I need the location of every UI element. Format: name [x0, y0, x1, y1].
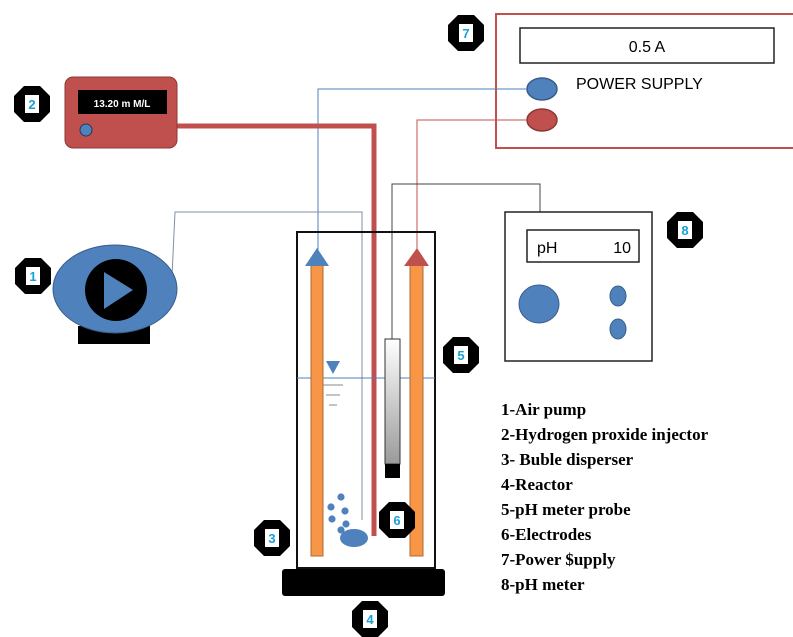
injector-display	[78, 90, 167, 114]
bubble-disperser	[327, 493, 368, 547]
marker-7: 7	[448, 15, 484, 51]
legend-item: 1-Air pump	[501, 400, 586, 419]
marker-5: 5	[443, 337, 479, 373]
marker-label: 6	[393, 513, 400, 528]
reactor	[282, 231, 445, 596]
reactor-vessel	[296, 231, 436, 569]
water-level-icon	[323, 361, 343, 406]
marker-1: 1	[15, 258, 51, 294]
marker-label: 5	[457, 348, 464, 363]
legend-item: 5-pH meter probe	[501, 500, 631, 519]
power-supply-label: POWER SUPPLY	[576, 76, 703, 93]
marker-8: 8	[667, 212, 703, 248]
peroxide-feed-line	[175, 123, 377, 536]
play-icon	[104, 272, 133, 309]
ph-meter-knob-bottom[interactable]	[609, 318, 627, 340]
negative-terminal-knob[interactable]	[526, 77, 558, 101]
legend-item: 6-Electrodes	[501, 525, 592, 544]
bubble	[337, 493, 345, 501]
legend: 1-Air pump 2-Hydrogen proxide injector 3…	[501, 400, 709, 594]
marker-2: 2	[14, 86, 50, 122]
legend-item: 3- Buble disperser	[501, 450, 634, 469]
marker-label: 3	[268, 531, 275, 546]
ph-probe-cable	[391, 183, 541, 340]
ph-meter-value: 10	[613, 240, 631, 257]
ph-meter: pH 10	[504, 211, 653, 362]
bubble	[341, 507, 349, 515]
legend-item: 8-pH meter	[501, 575, 585, 594]
anode-wire	[416, 119, 527, 258]
bubble	[342, 520, 350, 528]
bubble	[337, 526, 345, 534]
power-supply: 0.5 A POWER SUPPLY	[495, 13, 793, 149]
injector-button[interactable]	[79, 123, 93, 137]
marker-label: 1	[29, 269, 36, 284]
wires	[171, 88, 541, 536]
air-line	[171, 211, 363, 520]
ph-meter-display	[526, 229, 640, 263]
reactor-base	[282, 569, 445, 596]
marker-label: 8	[681, 223, 688, 238]
ph-meter-label: pH	[537, 240, 557, 257]
ph-meter-probe	[384, 338, 401, 478]
marker-6: 6	[379, 502, 415, 538]
number-markers: 1 2 3 4 5 6 7	[14, 15, 703, 637]
hydrogen-peroxide-injector: 13.20 m M/L	[64, 76, 178, 149]
anode-electrode	[404, 248, 429, 557]
legend-item: 7-Power $upply	[501, 550, 616, 569]
bubble	[328, 515, 336, 523]
ph-meter-main-knob[interactable]	[518, 284, 560, 324]
ph-meter-knob-top[interactable]	[609, 285, 627, 307]
marker-label: 7	[462, 26, 469, 41]
legend-item: 2-Hydrogen proxide injector	[501, 425, 709, 444]
legend-item: 4-Reactor	[501, 475, 573, 494]
air-pump	[52, 244, 178, 344]
cathode-electrode	[305, 248, 329, 557]
positive-terminal-knob[interactable]	[526, 108, 558, 132]
power-supply-display	[519, 27, 775, 64]
bubble	[327, 503, 335, 511]
marker-4: 4	[352, 601, 388, 637]
marker-label: 2	[28, 97, 35, 112]
marker-label: 4	[366, 612, 374, 627]
cathode-wire	[317, 88, 527, 258]
marker-3: 3	[254, 520, 290, 556]
power-supply-display-text: 0.5 A	[629, 39, 666, 56]
injector-display-text: 13.20 m M/L	[94, 99, 151, 110]
